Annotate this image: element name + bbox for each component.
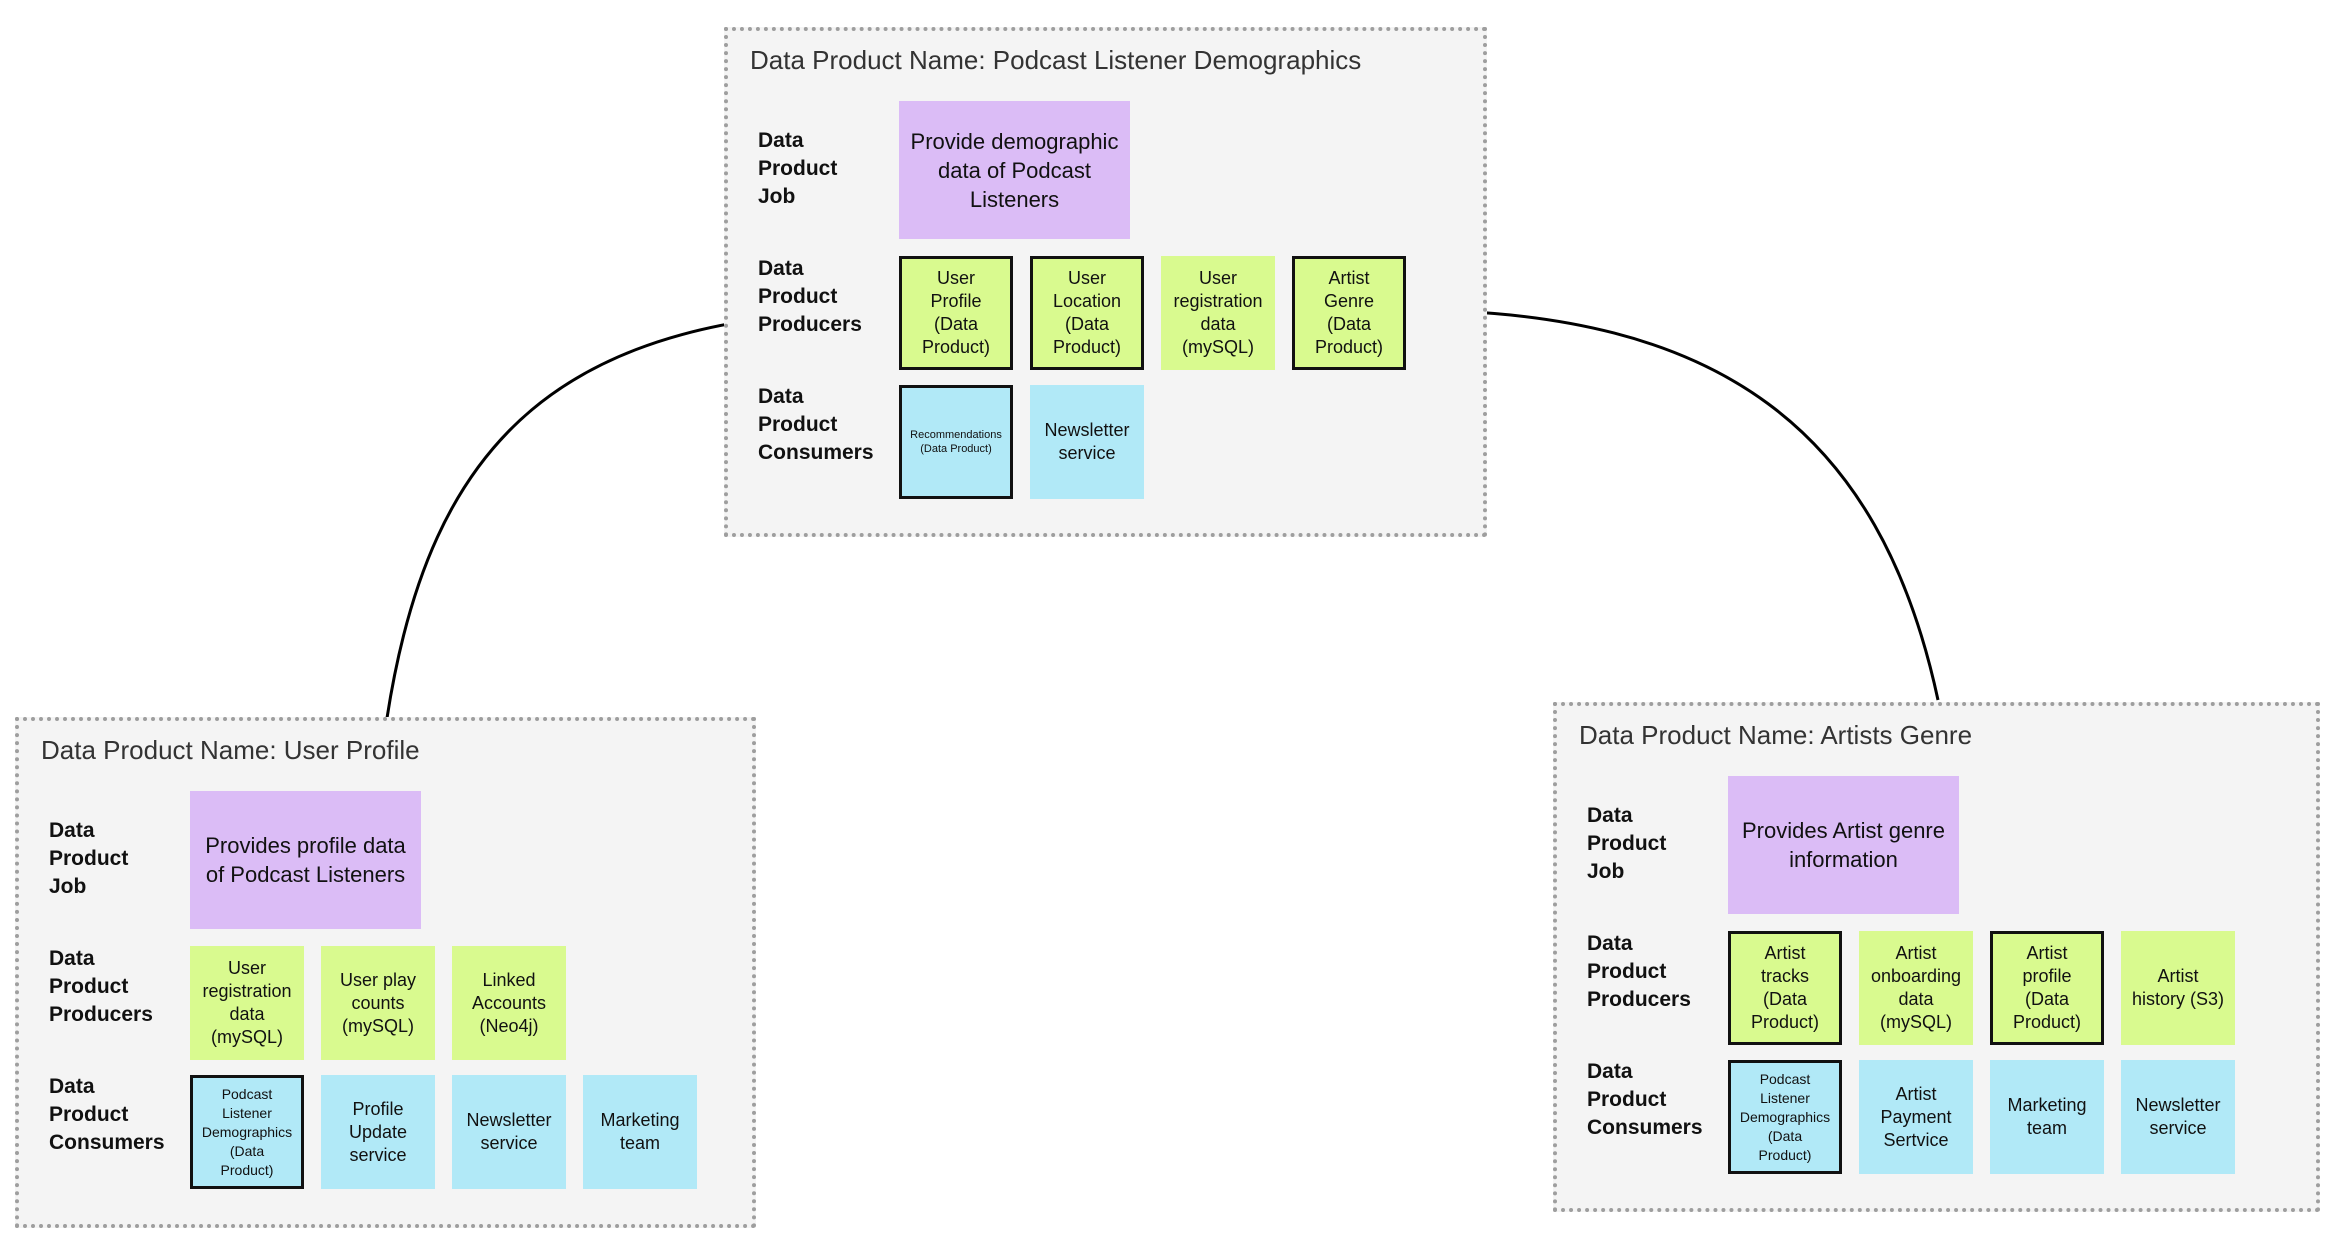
panel-title: Data Product Name: Artists Genre xyxy=(1579,720,1973,750)
panel-title: Data Product Name: Podcast Listener Demo… xyxy=(750,45,1362,75)
consumer-recommendations: Recommendations(Data Product) xyxy=(899,385,1013,499)
panel-title: Data Product Name: User Profile xyxy=(41,735,420,765)
panel-podcast-listener-demographics: Data Product Name: Podcast Listener Demo… xyxy=(724,27,1487,537)
arrow-artists-genre-to-podcast xyxy=(1406,305,1940,701)
